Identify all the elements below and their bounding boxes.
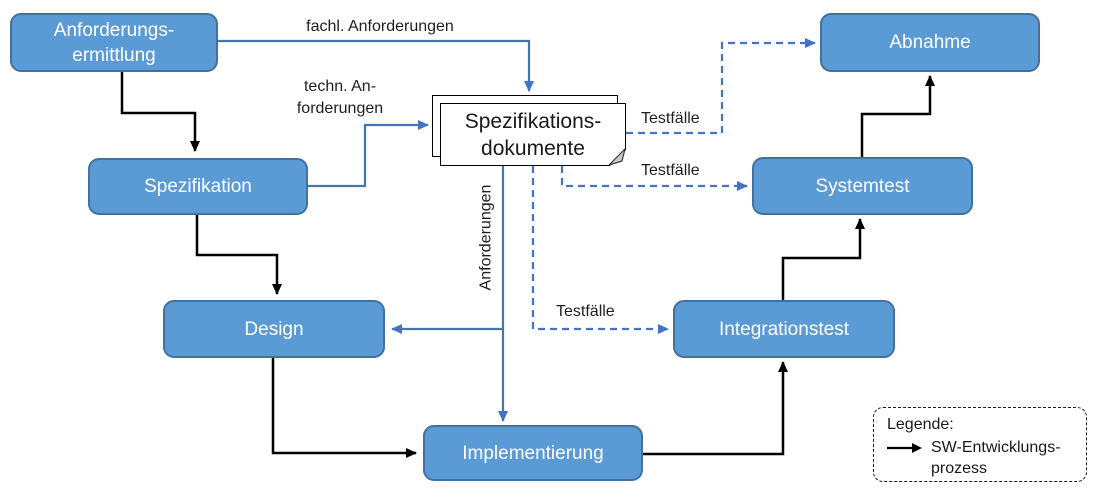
legend-item-label-line: prozess (931, 460, 988, 477)
edge-label-anforderungen-rotated: Anforderungen (477, 184, 495, 291)
edge-spezifikation-design (195, 215, 282, 295)
node-label: Abnahme (889, 32, 971, 53)
legend-item: SW-Entwicklungs- prozess (887, 437, 1076, 479)
legend-title: Legende: (887, 416, 954, 433)
edge-systemtest-abnahme (860, 75, 935, 157)
edge-anforderungsermittlung-spezifikation (120, 72, 200, 152)
edge-testfaelle-integrationstest (531, 166, 669, 334)
node-spezifikation: Spezifikation (88, 158, 308, 215)
legend-box: Legende: SW-Entwicklungs- prozess (873, 407, 1087, 482)
edge-fachl-anforderungen (218, 39, 534, 92)
document-label: Spezifikations- (464, 109, 602, 133)
node-systemtest: Systemtest (752, 157, 973, 215)
legend-item-label: SW-Entwicklungs- prozess (931, 437, 1061, 479)
edge-testfaelle-systemtest (560, 166, 748, 191)
node-abnahme: Abnahme (820, 13, 1040, 72)
edge-label-line: forderungen (296, 100, 384, 117)
node-label: Systemtest (815, 175, 910, 197)
node-integrationstest: Integrationstest (673, 300, 895, 358)
edge-testfaelle-abnahme (626, 38, 816, 135)
edge-label-fachl-anforderungen: fachl. Anforderungen (306, 18, 454, 35)
document-label: dokumente (481, 136, 585, 160)
edge-techn-anforderungen (308, 120, 429, 188)
node-label: Implementierung (462, 442, 604, 464)
node-label: Spezifikation (144, 176, 252, 197)
edge-label-testfaelle-abnahme: Testfälle (641, 110, 700, 127)
edge-label-line: techn. An- (303, 78, 377, 95)
edge-label-techn-anforderungen: techn. An- forderungen (280, 76, 400, 120)
node-label: Design (244, 318, 304, 340)
document-fold-corner-icon (608, 148, 626, 166)
edge-implementierung-integrationstest (643, 361, 788, 456)
legend-item-label-line: SW-Entwicklungs- (931, 439, 1061, 456)
node-label: ermittlung (72, 44, 156, 66)
node-label: Anforderungs- (53, 19, 175, 41)
edge-design-implementierung (271, 358, 417, 458)
black-arrow-icon (887, 443, 922, 453)
edge-integrationstest-systemtest (781, 218, 865, 300)
node-design: Design (163, 300, 385, 358)
edge-label-testfaelle-integrationstest: Testfälle (556, 303, 615, 320)
node-implementierung: Implementierung (423, 425, 643, 481)
node-label: Integrationstest (719, 318, 849, 340)
edge-label-testfaelle-systemtest: Testfälle (641, 162, 700, 179)
node-anforderungsermittlung: Anforderungs- ermittlung (10, 13, 218, 72)
node-spezifikationsdokumente: Spezifikations- dokumente (440, 103, 626, 166)
